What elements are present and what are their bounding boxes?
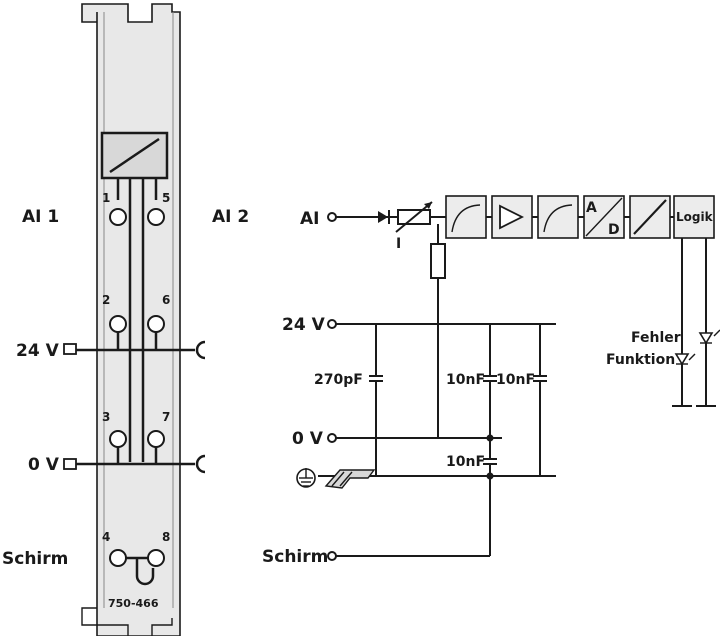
bus-24v: 24 V: [16, 340, 206, 361]
block-ad-converter: A D: [583, 195, 625, 239]
shunt-resistor: [430, 224, 446, 438]
label-10nf-a: 10nF: [446, 372, 485, 388]
current-symbol-label: I: [396, 236, 401, 252]
pin-4[interactable]: 4: [102, 530, 127, 567]
capacitor-10nf-b: 10nF: [496, 324, 547, 476]
led-fehler: [698, 329, 720, 345]
capacitor-10nf-c: 10nF: [446, 438, 497, 476]
pin-number-4: 4: [102, 530, 110, 544]
block-amplifier: [491, 195, 533, 239]
block-logik: Logik: [673, 195, 715, 239]
bus-0v: 0 V: [28, 454, 206, 475]
block-filter-2: [537, 195, 579, 239]
label-fehler: Fehler: [631, 330, 681, 346]
label-10nf-c: 10nF: [446, 454, 485, 470]
logik-label: Logik: [676, 210, 714, 224]
shield-connection: [135, 558, 155, 586]
pin-3[interactable]: 3: [102, 410, 127, 448]
pin-number-1: 1: [102, 191, 110, 205]
pin-2[interactable]: 2: [102, 293, 127, 333]
label-0v-right: 0 V: [292, 429, 324, 449]
current-sensor-symbol: I: [395, 201, 433, 252]
label-ai1: AI 1: [22, 207, 59, 227]
label-ai-input: AI: [300, 209, 319, 229]
label-0v-left: 0 V: [28, 455, 60, 475]
pin-number-6: 6: [162, 293, 170, 307]
capacitor-10nf-a: 10nF: [446, 324, 497, 438]
ad-label-a: A: [586, 200, 597, 216]
pin-1[interactable]: 1: [102, 191, 127, 226]
label-schirm-left: Schirm: [2, 549, 68, 569]
label-schirm-right: Schirm: [262, 547, 328, 567]
block-filter-1: [445, 195, 487, 239]
label-24v-left: 24 V: [16, 341, 60, 361]
din-rail-icon: [324, 469, 376, 489]
terminal-schirm[interactable]: [327, 551, 337, 561]
block-isolator: [629, 195, 671, 239]
pin-number-7: 7: [162, 410, 170, 424]
label-10nf-b: 10nF: [496, 372, 535, 388]
diode-symbol: [378, 210, 390, 224]
terminal-ai[interactable]: [327, 212, 337, 222]
pin-number-3: 3: [102, 410, 110, 424]
pin-6[interactable]: 6: [147, 293, 170, 333]
pin-number-2: 2: [102, 293, 110, 307]
label-funktion: Funktion: [606, 352, 675, 368]
capacitor-270pf: 270pF: [314, 324, 383, 476]
label-24v-right: 24 V: [282, 315, 326, 335]
ad-label-d: D: [608, 222, 620, 238]
pin-7[interactable]: 7: [147, 410, 170, 448]
label-ai2: AI 2: [212, 207, 249, 227]
terminal-24v[interactable]: [327, 319, 337, 329]
module-converter-symbol: [100, 131, 169, 180]
label-270pf: 270pF: [314, 372, 363, 388]
terminal-0v[interactable]: [327, 433, 337, 443]
ground-icon: [296, 468, 316, 488]
part-number: 750-466: [108, 597, 159, 610]
pin-number-5: 5: [162, 191, 170, 205]
pin-5[interactable]: 5: [147, 191, 170, 226]
led-funktion: [674, 353, 696, 366]
pin-number-8: 8: [162, 530, 170, 544]
